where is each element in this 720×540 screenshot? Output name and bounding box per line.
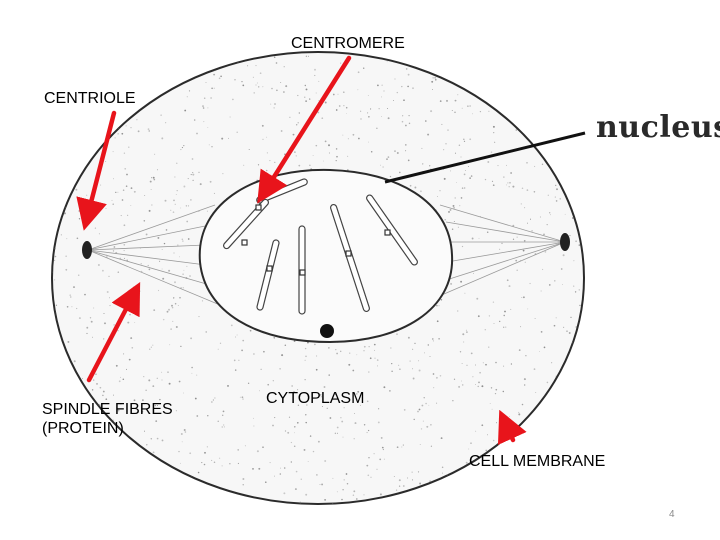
- centromere-mark: [241, 239, 248, 246]
- label-cytoplasm: CYTOPLASM: [266, 390, 365, 407]
- arrow-centriole: [76, 110, 117, 231]
- centromere-mark: [345, 250, 352, 257]
- spindle-fibres: [87, 204, 566, 306]
- centromere-mark: [255, 204, 262, 211]
- nucleus-pointer-line: [384, 131, 586, 184]
- annotation-arrows: [76, 55, 527, 446]
- label-centromere: CENTROMERE: [291, 35, 405, 52]
- label-cell-membrane: CELL MEMBRANE: [469, 453, 606, 470]
- chromosome: [256, 239, 280, 311]
- centromeres: [241, 204, 391, 276]
- label-nucleus: nucleus: [596, 110, 720, 145]
- page-number: 4: [669, 509, 675, 520]
- nucleolus: [320, 324, 334, 338]
- centromere-mark: [266, 265, 273, 272]
- label-centriole: CENTRIOLE: [44, 90, 136, 107]
- arrow-centromere: [257, 55, 352, 204]
- chromosome: [330, 203, 370, 313]
- label-spindle-fibres: SPINDLE FIBRES (PROTEIN): [42, 401, 173, 437]
- arrow-cell-membrane: [497, 409, 527, 446]
- arrow-spindle-fibres: [86, 282, 141, 383]
- centromere-mark: [299, 269, 306, 276]
- centromere-mark: [384, 229, 391, 236]
- centriole-left: [82, 241, 92, 259]
- centriole-right: [560, 233, 570, 251]
